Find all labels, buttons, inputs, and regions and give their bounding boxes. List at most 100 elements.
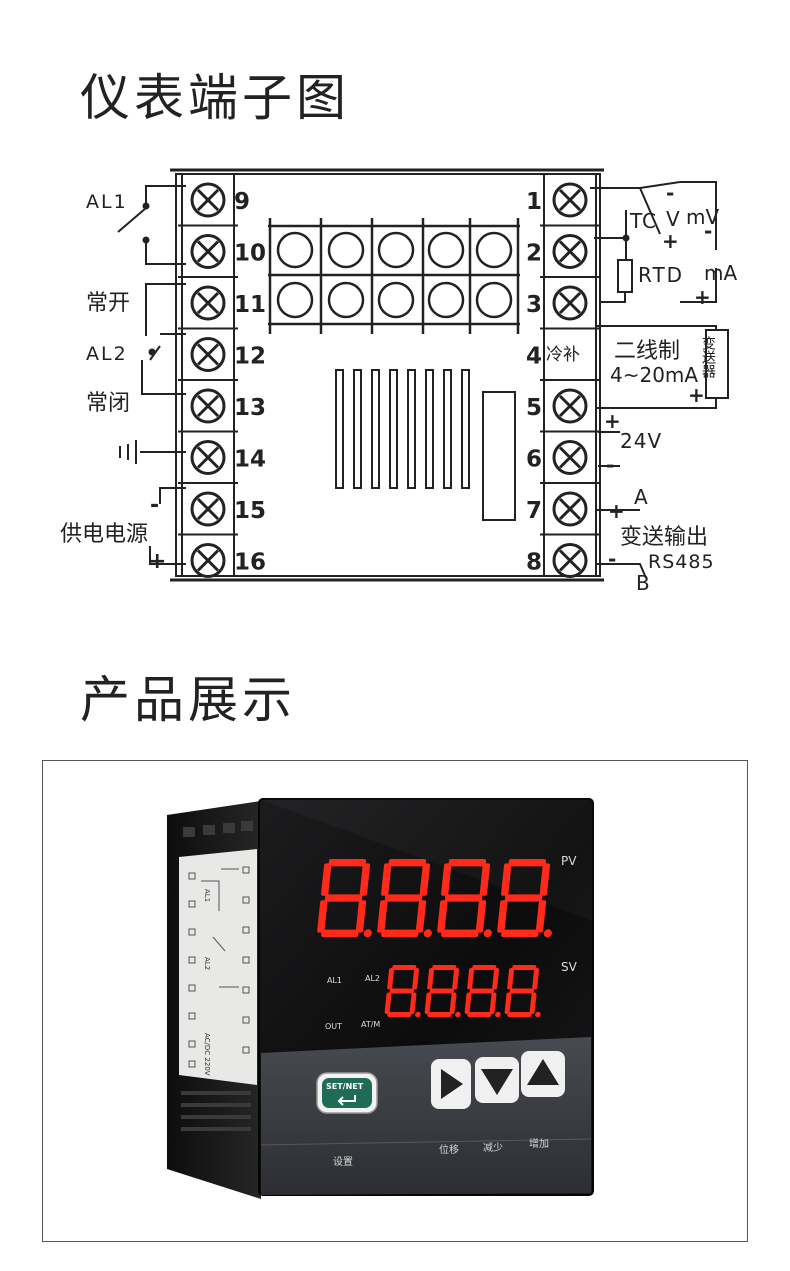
terminal-number: 12 [234,344,266,370]
segment-c [449,992,457,1014]
mv-label: mV [686,205,719,229]
segment-d [467,1012,492,1017]
terminal-15: 15 [178,482,266,527]
right-arrow-icon [441,1069,463,1099]
side-al2-label: AL2 [203,957,211,970]
terminal-number: 16 [234,550,266,576]
segment-e [504,992,512,1014]
segment-b [419,863,431,896]
segment-d [387,1012,412,1017]
segment-b [412,968,420,990]
segment-g [429,988,454,994]
terminal-3: 3 [526,276,600,321]
rtd-label: RTD [638,263,684,287]
screw-icon [190,337,226,372]
segment-e [437,900,448,933]
terminal-2: 2 [526,224,600,269]
segment-d [507,1012,532,1017]
segment-d [441,929,479,937]
sv-display [384,965,541,1018]
enter-arrow-icon [337,1095,356,1106]
segment-c [535,900,547,933]
terminal-number: 14 [234,447,266,473]
segment-f [441,863,452,896]
terminal-number: 13 [234,395,266,421]
ma-label: mA [704,261,737,285]
segment-g [384,894,423,902]
right-wiring [590,181,729,579]
product-photo: AL1 AL2 AC/DC 220V PV SV AL1 AL2 OUT AT/… [42,760,748,1242]
al1-label: AL1 [86,191,128,213]
screw-icon [552,543,588,578]
indicator-al1: AL1 [327,976,342,985]
decrease-button[interactable] [475,1057,519,1103]
segment-g [444,894,483,902]
segment-b [539,863,551,896]
terminal-number: 7 [526,498,542,524]
segment-g [469,988,494,994]
set-caption: 设置 [333,1156,353,1168]
rs485-b-label: B [636,571,650,595]
transmit-output-label: 变送输出 [620,525,708,550]
decimal-point [495,1011,501,1018]
terminal-number: 2 [526,241,542,267]
segment-b [452,968,460,990]
terminal-9: 9 [178,173,250,218]
segment-d [501,929,539,937]
segment-a [472,965,497,970]
segment-digit [497,859,552,938]
increase-caption: 增加 [529,1137,549,1150]
segment-a [328,859,367,867]
terminal-1: 1 [526,173,600,218]
tc-minus-label: - [666,181,674,205]
set-net-button[interactable]: SET/NET [316,1072,378,1114]
segment-digit [464,965,501,1018]
shift-button[interactable] [431,1059,471,1109]
indicator-out: OUT [325,1022,342,1031]
screw-icon [552,182,588,218]
segment-b [359,863,371,896]
segment-f [427,968,435,990]
rs485-a-label: A [634,485,648,509]
segment-f [387,968,395,990]
increase-button[interactable] [521,1051,565,1097]
cold-junction-label: 冷补 [546,345,580,365]
screw-icon [552,491,588,527]
terminal-14: 14 [178,430,266,475]
segment-e [377,900,388,933]
screw-icon [190,285,226,321]
terminal-13: 13 [178,379,266,424]
supply-minus-label: - [150,493,159,518]
terminal-number: 4 [526,344,542,370]
segment-a [388,859,427,867]
segment-a [508,859,547,867]
terminal-16: 16 [178,533,266,578]
decimal-point [543,929,552,938]
segment-d [427,1012,452,1017]
screw-icon [190,440,226,475]
segment-d [381,929,419,937]
terminal-number: 15 [234,498,266,524]
24v-label: 24V [620,429,662,453]
left-terminal-block: 9 10 11 12 13 14 15 16 [178,173,266,578]
terminal-5: 5 [526,379,600,424]
terminal-number: 6 [526,447,542,473]
product-display-title: 产品展示 [80,671,296,729]
terminal-number: 10 [234,241,266,267]
terminal-number: 5 [526,395,542,421]
transmitter-plus-label: + [688,383,705,407]
terminal-12: 12 [178,327,266,372]
screw-icon [190,491,226,527]
screw-icon [190,388,226,424]
segment-e [497,900,508,933]
supply-plus-label: + [148,549,166,574]
segment-digit [504,965,541,1018]
down-arrow-icon [481,1069,513,1095]
segment-a [392,965,417,970]
ma-plus-label: + [694,285,711,309]
terminal-8: 8 [526,533,600,578]
v-label: V [666,207,680,231]
terminal-number: 11 [234,292,266,318]
segment-f [467,968,475,990]
sv-label: SV [561,960,578,974]
